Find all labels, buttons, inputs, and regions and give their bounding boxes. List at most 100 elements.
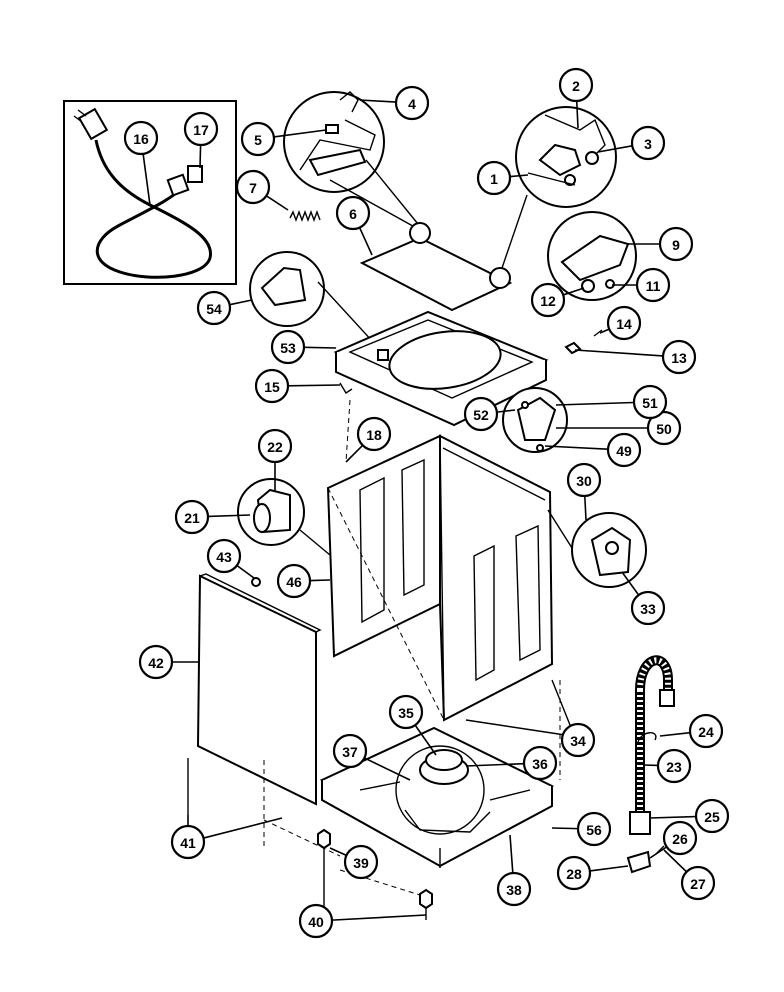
callout-9: 9 [658, 226, 694, 262]
callout-circle [560, 722, 596, 758]
callout-number: 21 [184, 510, 200, 526]
callout-number: 18 [366, 427, 382, 443]
callout-number: 24 [698, 724, 714, 740]
callout-5: 5 [240, 121, 276, 157]
leader-line-35 [414, 724, 437, 756]
callout-30: 30 [566, 462, 602, 498]
callout-circle [356, 416, 392, 452]
callout-number: 12 [540, 293, 556, 309]
leader-line-26 [649, 846, 668, 859]
lid-part [359, 159, 528, 312]
leader-line-4 [359, 99, 397, 103]
callout-53: 53 [270, 329, 306, 365]
callout-42: 42 [138, 644, 174, 680]
leader-line-28 [589, 865, 629, 872]
callout-number: 25 [704, 809, 720, 825]
leader-lines [142, 99, 697, 921]
callout-33: 33 [630, 590, 666, 626]
callout-number: 49 [616, 443, 632, 459]
callout-number: 1 [490, 171, 498, 187]
spring-part [289, 210, 321, 222]
callout-circle [496, 871, 532, 907]
callout-number: 50 [656, 421, 672, 437]
leader-line-49 [544, 445, 609, 450]
callout-51: 51 [632, 384, 668, 420]
callout-6: 6 [335, 195, 371, 231]
callout-46: 46 [276, 563, 312, 599]
callout-11: 11 [635, 267, 671, 303]
callout-2: 2 [558, 67, 594, 103]
callout-number: 5 [254, 132, 262, 148]
callout-26: 26 [662, 820, 698, 856]
callout-number: 22 [267, 439, 283, 455]
callout-number: 46 [286, 574, 302, 590]
callout-23: 23 [656, 748, 692, 784]
callout-49: 49 [606, 432, 642, 468]
callout-28: 28 [556, 855, 592, 891]
callout-number: 41 [180, 835, 196, 851]
pump-detail [547, 509, 647, 588]
leader-line-12 [562, 287, 585, 296]
callout-16: 16 [123, 120, 159, 156]
callout-number: 4 [408, 96, 416, 112]
callout-13: 13 [661, 339, 697, 375]
callout-circle [394, 85, 430, 121]
callout-22: 22 [257, 428, 293, 464]
callout-circle [662, 820, 698, 856]
leader-line-14 [599, 328, 610, 334]
callout-number: 37 [342, 744, 358, 760]
callout-circle [658, 226, 694, 262]
callout-circle [656, 748, 692, 784]
callout-circle [276, 563, 312, 599]
leader-line-16 [142, 153, 151, 206]
callout-3: 3 [630, 125, 666, 161]
callout-number: 56 [586, 822, 602, 838]
callout-circle [694, 798, 730, 834]
callout-7: 7 [235, 169, 271, 205]
leader-line-33 [621, 571, 640, 596]
callout-circle [463, 396, 499, 432]
callout-number: 26 [672, 831, 688, 847]
bracket-detail-2 [237, 478, 331, 556]
screw-part [564, 329, 603, 355]
callout-circle [530, 282, 566, 318]
leader-line-37 [364, 757, 411, 781]
callout-number: 11 [646, 278, 661, 294]
callout-circle [298, 903, 334, 939]
callout-number: 30 [576, 473, 592, 489]
callout-25: 25 [694, 798, 730, 834]
leader-line-53 [303, 346, 337, 349]
leader-line-38 [509, 834, 514, 874]
callout-number: 36 [532, 756, 548, 772]
callout-1: 1 [476, 160, 512, 196]
callout-circle [688, 713, 724, 749]
callout-number: 52 [473, 407, 489, 423]
callout-circle [388, 694, 424, 730]
callout-number: 28 [566, 866, 582, 882]
callout-circle [606, 432, 642, 468]
callout-circle [343, 844, 379, 880]
callout-56: 56 [576, 811, 612, 847]
callout-circle [630, 590, 666, 626]
callout-21: 21 [174, 499, 210, 535]
callout-circle [123, 120, 159, 156]
callout-circle [566, 462, 602, 498]
leader-line-25 [649, 815, 697, 819]
callout-38: 38 [496, 871, 532, 907]
callout-40: 40 [298, 903, 334, 939]
callout-number: 13 [671, 350, 687, 366]
callout-number: 27 [690, 876, 706, 892]
leader-line-46 [309, 579, 331, 582]
leader-line-6 [358, 227, 373, 256]
leader-line-30 [584, 495, 587, 521]
leader-line-1 [509, 174, 529, 178]
callout-number: 15 [264, 379, 280, 395]
callout-circle [257, 428, 293, 464]
callout-number: 39 [353, 855, 369, 871]
leader-line-52 [496, 409, 516, 413]
callout-circle [174, 499, 210, 535]
callout-circle [556, 855, 592, 891]
leader-line-56 [551, 827, 579, 830]
callout-35: 35 [388, 694, 424, 730]
